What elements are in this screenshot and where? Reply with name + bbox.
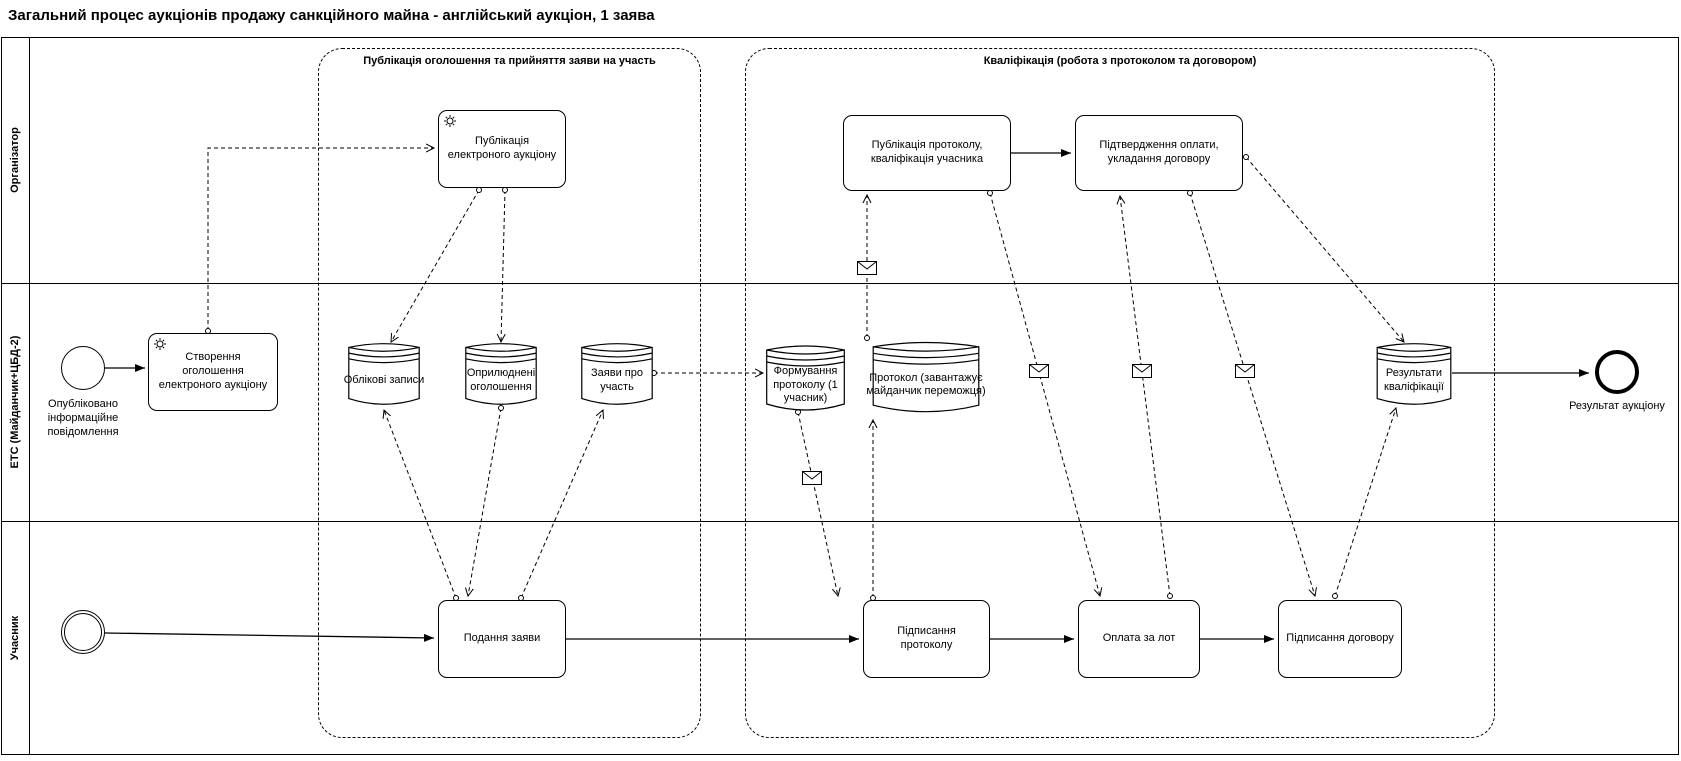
- datastore-label: Оприлюднені оголошення: [466, 367, 536, 393]
- datastore-shape: [757, 340, 854, 414]
- envelope-icon: [857, 261, 877, 275]
- lane-divider: [1, 521, 1679, 522]
- task-label: Підписання протоколу: [897, 625, 956, 651]
- start-event-participant: [61, 610, 105, 654]
- start-event-info-published: [61, 346, 105, 390]
- task-sign-protocol: Підписання протоколу: [863, 600, 990, 678]
- envelope-icon: [1235, 364, 1255, 378]
- task-label: Публікація протоколу, кваліфікація учасн…: [870, 139, 984, 165]
- datastore-announcements: Оприлюднені оголошення: [457, 338, 545, 408]
- task-publish-auction: Публікація електроного аукціону: [438, 110, 566, 188]
- datastore-shape: [457, 338, 545, 408]
- sequence-flows: [104, 149, 1589, 643]
- task-label: Підписання договору: [1286, 632, 1394, 645]
- gear-icon: [443, 114, 457, 128]
- lane-header-divider: [29, 37, 30, 755]
- task-sign-contract: Підписання договору: [1278, 600, 1402, 678]
- task-pay-lot: Оплата за лот: [1078, 600, 1200, 678]
- datastore-label: Протокол (завантажує майданчик переможця…: [866, 371, 986, 397]
- group-label: Кваліфікація (робота з протоколом та дог…: [983, 55, 1257, 67]
- datastore-label: Формування протоколу (1 учасник): [773, 365, 838, 404]
- group-publication: Публікація оголошення та прийняття заяви…: [318, 48, 701, 738]
- datastore-label: Результати кваліфікації: [1384, 367, 1444, 393]
- task-label: Публікація електроного аукціону: [447, 135, 557, 161]
- datastore-accounts: Облікові записи: [340, 338, 428, 408]
- task-create-announcement: Створення оголошення електроного аукціон…: [148, 333, 278, 411]
- datastore-protocol-forming: Формування протоколу (1 учасник): [757, 340, 854, 414]
- datastore-shape: [340, 338, 428, 408]
- group-qualification: Кваліфікація (робота з протоколом та дог…: [745, 48, 1495, 738]
- event-label: Опубліковано інформаційне повідомлення: [47, 398, 119, 438]
- event-label: Результат аукціону: [1569, 400, 1665, 412]
- datastore-qualification-results: Результати кваліфікації: [1368, 338, 1460, 408]
- envelope-icon: [802, 471, 822, 485]
- pool-frame: [1, 37, 1679, 755]
- gear-icon: [153, 337, 167, 351]
- task-label: Подання заяви: [463, 632, 541, 645]
- end-event-auction-result: [1595, 350, 1639, 394]
- task-label: Оплата за лот: [1102, 632, 1176, 645]
- task-confirm-payment: Підтвердження оплати, укладання договору: [1075, 115, 1243, 191]
- envelope-icon: [1029, 364, 1049, 378]
- datastore-shape: [573, 338, 661, 408]
- task-publish-protocol: Публікація протоколу, кваліфікація учасн…: [843, 115, 1011, 191]
- flow-origin-dots: [205, 154, 1338, 601]
- task-submit-application: Подання заяви: [438, 600, 566, 678]
- page-title: Загальний процес аукціонів продажу санкц…: [8, 7, 655, 24]
- datastore-applications: Заяви про участь: [573, 338, 661, 408]
- task-label: Створення оголошення електроного аукціон…: [158, 351, 268, 391]
- task-label: Підтвердження оплати, укладання договору: [1099, 139, 1219, 165]
- group-label: Публікація оголошення та прийняття заяви…: [363, 55, 656, 67]
- datastore-shape: [1368, 338, 1460, 408]
- lane-divider: [1, 283, 1679, 284]
- datastore-protocol-upload: Протокол (завантажує майданчик переможця…: [860, 336, 992, 416]
- envelope-icon: [1132, 364, 1152, 378]
- datastore-label: Облікові записи: [343, 374, 425, 386]
- datastore-label: Заяви про участь: [591, 367, 643, 393]
- datastore-shape: [860, 336, 992, 416]
